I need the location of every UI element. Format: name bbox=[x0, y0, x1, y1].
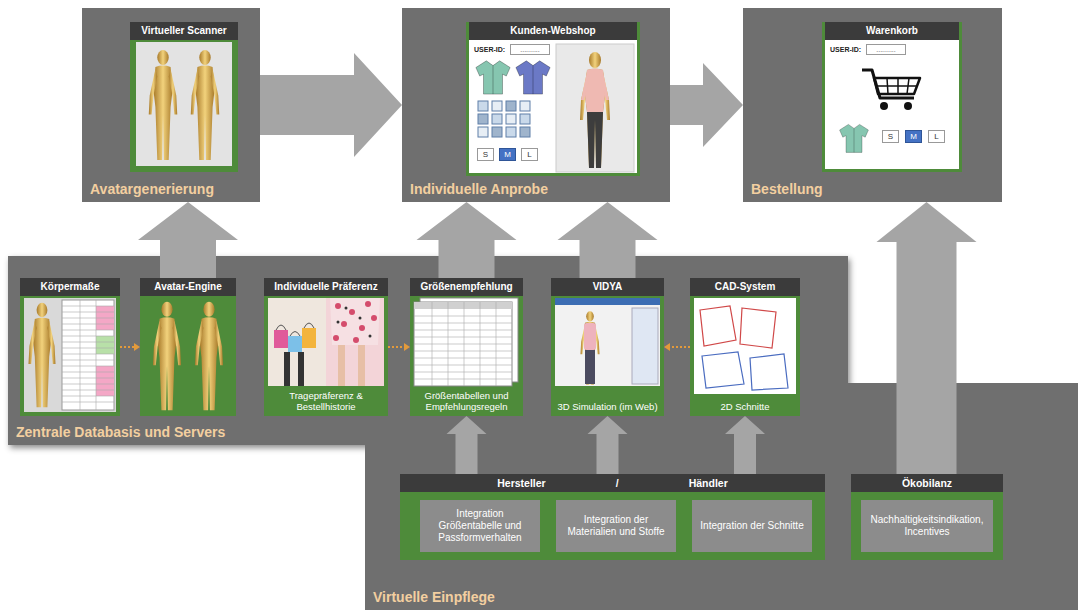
link-arrow bbox=[120, 343, 140, 351]
box-text: Tragepräferenz & Bestellhistorie bbox=[264, 388, 388, 416]
dotted-line bbox=[388, 346, 404, 348]
arrow-shape bbox=[588, 416, 628, 474]
area-label: Zentrale Databasis und Servers bbox=[8, 424, 848, 445]
box-heading: Hersteller bbox=[497, 477, 545, 489]
box-text: 2D Schnitte bbox=[690, 399, 800, 416]
box-heading: Virtueller Scanner bbox=[130, 22, 238, 40]
flow-arrow bbox=[588, 416, 628, 474]
partner-box: ÖkobilanzNachhaltigkeitsindikation, Ince… bbox=[851, 474, 1003, 560]
partner-box: Hersteller / HändlerIntegration Größentabe… bbox=[400, 474, 825, 560]
link-arrow bbox=[664, 343, 690, 351]
arrow-shape bbox=[725, 416, 765, 474]
body-measures-image bbox=[24, 298, 116, 412]
arrow-shape bbox=[558, 202, 658, 278]
flow-arrow bbox=[260, 53, 402, 157]
server-band: Zentrale Databasis und Servers Körpermaße… bbox=[8, 256, 848, 445]
size-button: S bbox=[477, 148, 494, 161]
box-heading: CAD-System bbox=[690, 278, 800, 296]
preference-image bbox=[268, 298, 384, 386]
size-button: L bbox=[928, 130, 945, 143]
input-field: .......... bbox=[866, 44, 906, 55]
arrow-shape bbox=[447, 416, 487, 474]
box-text: Größentabellen und Empfehlungsregeln bbox=[410, 388, 523, 416]
box-heading: Warenkorb bbox=[825, 22, 959, 40]
field-label: USER-ID: bbox=[830, 45, 864, 55]
area-label: Bestellung bbox=[743, 181, 1002, 202]
arrow-head bbox=[664, 343, 670, 351]
size-button: M bbox=[905, 130, 922, 143]
dotted-line bbox=[670, 346, 690, 348]
box-heading: VIDYA bbox=[551, 278, 664, 296]
box-heading: Kunden-Webshop bbox=[469, 22, 637, 40]
region-fill bbox=[365, 383, 1078, 610]
link-arrow bbox=[388, 343, 410, 351]
box-heading: Ökobilanz bbox=[902, 477, 952, 489]
arrow-head bbox=[134, 343, 140, 351]
field-label: USER-ID: bbox=[474, 45, 508, 55]
stage-panel: Avatargenerierung Virtueller Scanner bbox=[82, 8, 260, 202]
flow-arrow bbox=[447, 416, 487, 474]
simulation-image bbox=[555, 298, 660, 386]
size-table-image bbox=[414, 298, 518, 386]
stage-panel: Bestellung Warenkorb bbox=[743, 8, 1002, 202]
header-bar: Ökobilanz bbox=[851, 474, 1003, 492]
avatar-engine-image bbox=[153, 302, 223, 410]
box-text: Integration der Materialien und Stoffe bbox=[560, 514, 672, 538]
task-box: Integration der Schnitte bbox=[692, 500, 812, 552]
arrow-shape bbox=[260, 53, 402, 157]
stage-panel: Individuelle Anprobe Kunden-Webshop bbox=[402, 8, 670, 202]
module-box: CAD-System 2D Schnitte bbox=[690, 278, 800, 416]
arrow-shape bbox=[877, 202, 977, 474]
box-heading: Händler bbox=[689, 477, 728, 489]
area-label: Virtuelle Einpflege bbox=[365, 589, 1078, 610]
flow-arrow bbox=[417, 202, 517, 278]
module-box: Individuelle PräferenzTragepräferenz & B… bbox=[264, 278, 388, 416]
webshop-mockup bbox=[476, 44, 634, 172]
box-heading: Individuelle Präferenz bbox=[264, 278, 388, 296]
flow-arrow bbox=[725, 416, 765, 474]
module-box: VIDYA 3D Simulation (im Web) bbox=[551, 278, 664, 416]
size-button: S bbox=[882, 130, 899, 143]
box-heading: Avatar-Engine bbox=[140, 278, 236, 296]
pattern-image bbox=[694, 298, 796, 394]
box-heading: Körpermaße bbox=[20, 278, 120, 296]
module-box: Avatar-Engine bbox=[140, 278, 236, 416]
size-button: L bbox=[521, 148, 538, 161]
flow-arrow bbox=[558, 202, 658, 278]
size-button: M bbox=[499, 148, 516, 161]
scanner-image bbox=[136, 42, 232, 166]
box-text: 3D Simulation (im Web) bbox=[551, 399, 664, 416]
arrow-head bbox=[404, 343, 410, 351]
header-bar: Hersteller / Händler bbox=[400, 474, 825, 492]
task-box: Nachhaltigkeitsindikation, Incentives bbox=[861, 500, 993, 552]
box-text: Nachhaltigkeitsindikation, Incentives bbox=[865, 514, 989, 538]
arrow-shape bbox=[417, 202, 517, 278]
region-panel: Virtuelle Einpflege Hersteller / HändlerInt… bbox=[365, 383, 1078, 610]
flow-arrow bbox=[877, 202, 977, 474]
box-text: Integration der Schnitte bbox=[700, 520, 803, 532]
flow-arrow bbox=[138, 202, 238, 278]
box-text: Integration Größentabelle und Passformve… bbox=[424, 508, 536, 544]
cart-mockup bbox=[840, 70, 920, 152]
area-label: Individuelle Anprobe bbox=[402, 181, 670, 202]
input-field: .......... bbox=[510, 44, 550, 55]
arrow-shape bbox=[138, 202, 238, 278]
module-box: Virtueller Scanner bbox=[130, 22, 238, 172]
module-box: GrößenempfehlungGrößentabellen und Empfe… bbox=[410, 278, 523, 416]
arrow-shape bbox=[670, 63, 743, 147]
flow-arrow bbox=[670, 63, 743, 147]
box-heading: Größenempfehlung bbox=[410, 278, 523, 296]
task-box: Integration der Materialien und Stoffe bbox=[556, 500, 676, 552]
task-box: Integration Größentabelle und Passformve… bbox=[420, 500, 540, 552]
box-heading: / bbox=[616, 477, 619, 489]
module-box: Körpermaße bbox=[20, 278, 120, 416]
area-label: Avatargenerierung bbox=[82, 181, 260, 202]
dotted-line bbox=[120, 346, 134, 348]
